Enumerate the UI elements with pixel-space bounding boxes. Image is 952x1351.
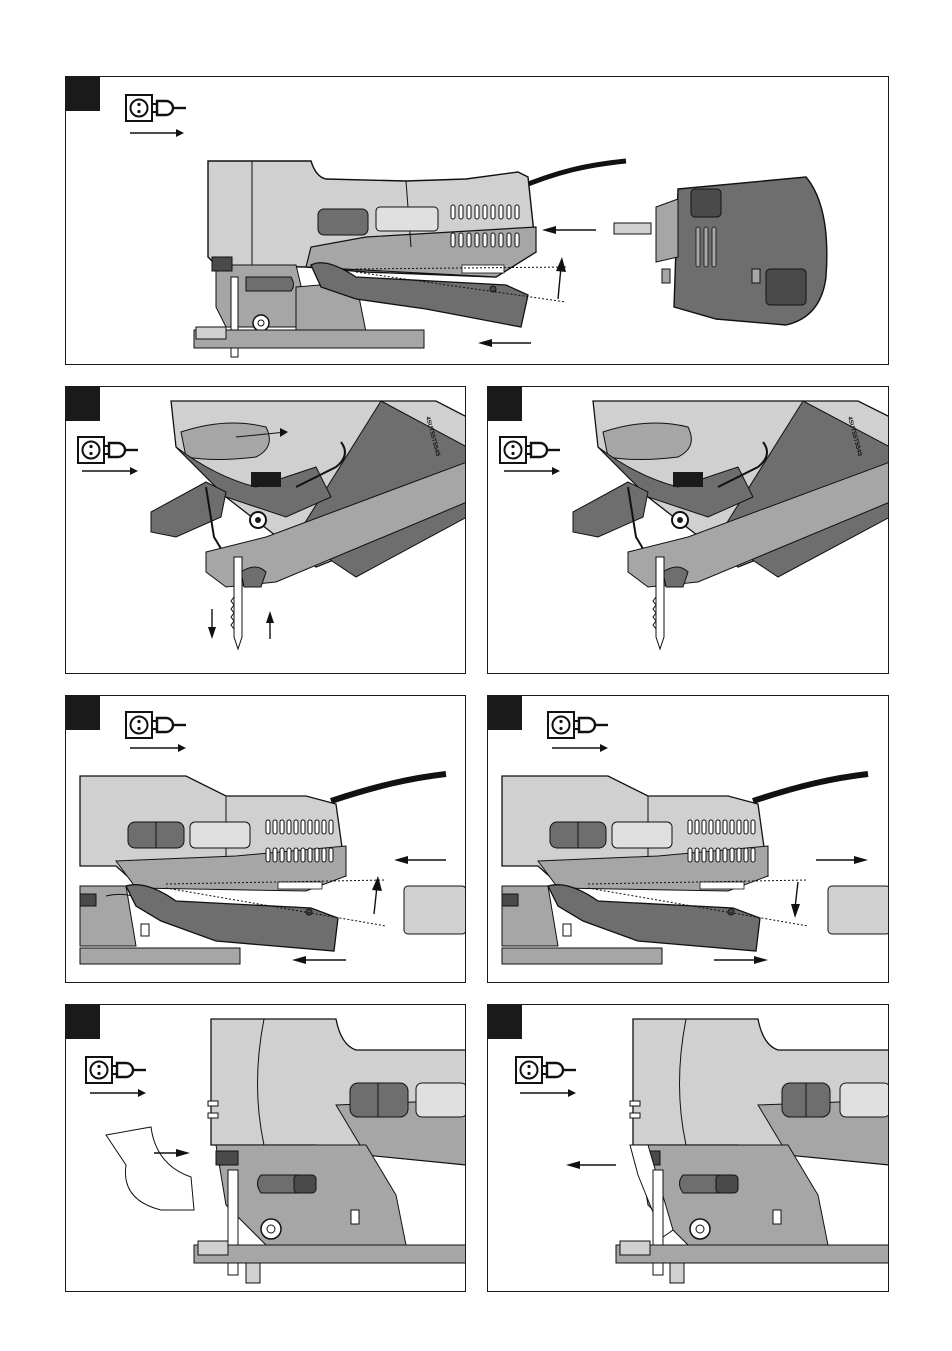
unplug-before-work-icon: [126, 95, 186, 137]
figure-7-illustration: [488, 1005, 889, 1292]
unplug-before-work-icon: [86, 1057, 146, 1097]
figure-5-panel: [487, 695, 889, 983]
figure-2-illustration: 4SUT5ST5S4S: [66, 387, 466, 674]
figure-5-illustration: [488, 696, 889, 983]
figure-6-panel: [65, 1004, 466, 1292]
figure-3-panel: 4SUT5ST5S4S: [487, 386, 889, 674]
figure-6-illustration: [66, 1005, 466, 1292]
figure-3-illustration: 4SUT5ST5S4S: [488, 387, 889, 674]
figure-4-illustration: [66, 696, 466, 983]
unplug-before-work-icon: [500, 437, 560, 475]
figure-1-illustration: [66, 77, 889, 365]
unplug-before-work-icon: [126, 712, 186, 752]
unplug-before-work-icon: [548, 712, 608, 752]
figure-4-panel: [65, 695, 466, 983]
figure-2-panel: 4SUT5ST5S4S: [65, 386, 466, 674]
unplug-before-work-icon: [516, 1057, 576, 1097]
figure-7-panel: [487, 1004, 889, 1292]
unplug-before-work-icon: [78, 437, 138, 475]
figure-1-panel: [65, 76, 889, 365]
